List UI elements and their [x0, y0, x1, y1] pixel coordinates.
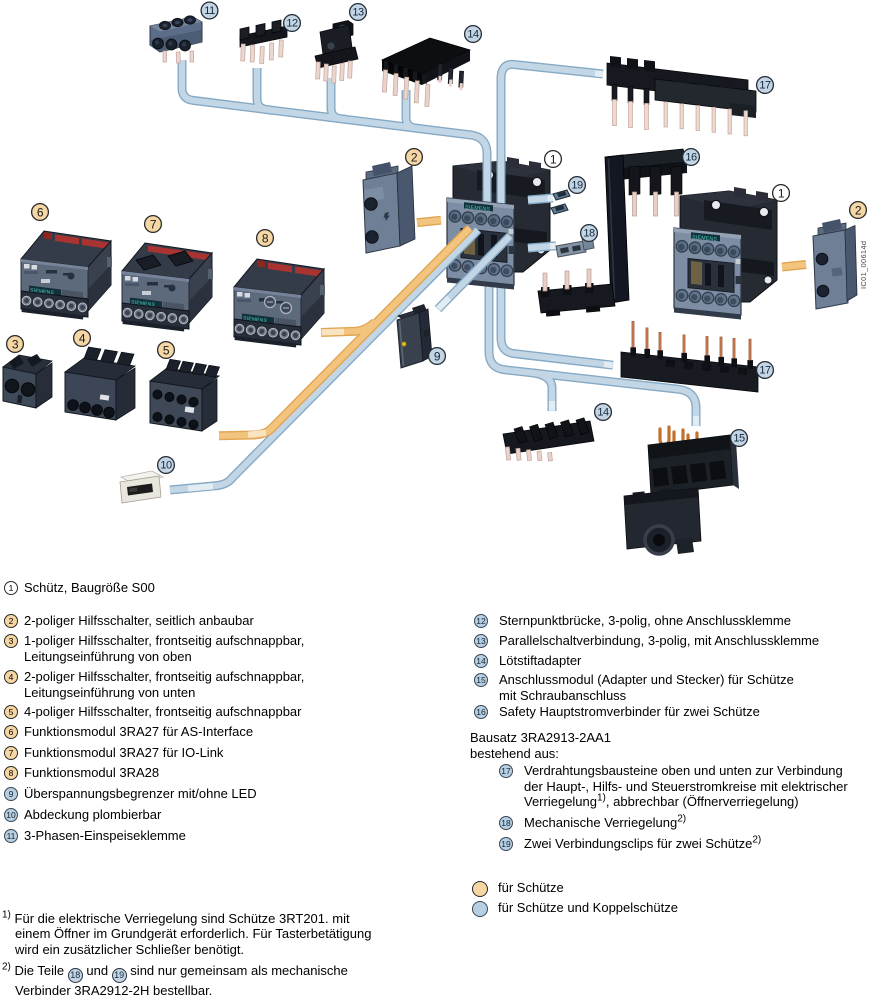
svg-text:9: 9 — [434, 350, 441, 364]
svg-text:SIEMENS: SIEMENS — [692, 234, 718, 243]
svg-text:1: 1 — [778, 187, 785, 201]
svg-text:2: 2 — [855, 204, 862, 218]
svg-text:4: 4 — [79, 332, 86, 346]
svg-text:2: 2 — [411, 151, 418, 165]
svg-text:SIEMENS: SIEMENS — [465, 204, 491, 213]
svg-text:SIEMENS: SIEMENS — [30, 287, 55, 296]
svg-text:19: 19 — [571, 180, 583, 192]
svg-text:3: 3 — [12, 338, 19, 352]
svg-text:15: 15 — [733, 433, 745, 445]
svg-text:13: 13 — [352, 7, 364, 19]
svg-text:6: 6 — [37, 206, 44, 220]
svg-text:12: 12 — [286, 18, 298, 30]
svg-text:14: 14 — [467, 29, 479, 41]
svg-text:11: 11 — [204, 5, 215, 17]
svg-text:7: 7 — [150, 218, 157, 232]
svg-text:SIEMENS: SIEMENS — [131, 299, 156, 308]
svg-text:1: 1 — [550, 153, 557, 167]
svg-text:8: 8 — [262, 232, 269, 246]
svg-text:17: 17 — [759, 80, 771, 92]
svg-text:14: 14 — [597, 407, 609, 419]
svg-text:5: 5 — [163, 344, 170, 358]
svg-text:16: 16 — [685, 152, 697, 164]
svg-text:10: 10 — [160, 460, 172, 472]
svg-text:18: 18 — [583, 228, 595, 240]
svg-text:SIEMENS: SIEMENS — [243, 315, 268, 324]
svg-text:17: 17 — [759, 365, 771, 377]
svg-text:IC01_00614d: IC01_00614d — [859, 241, 868, 289]
